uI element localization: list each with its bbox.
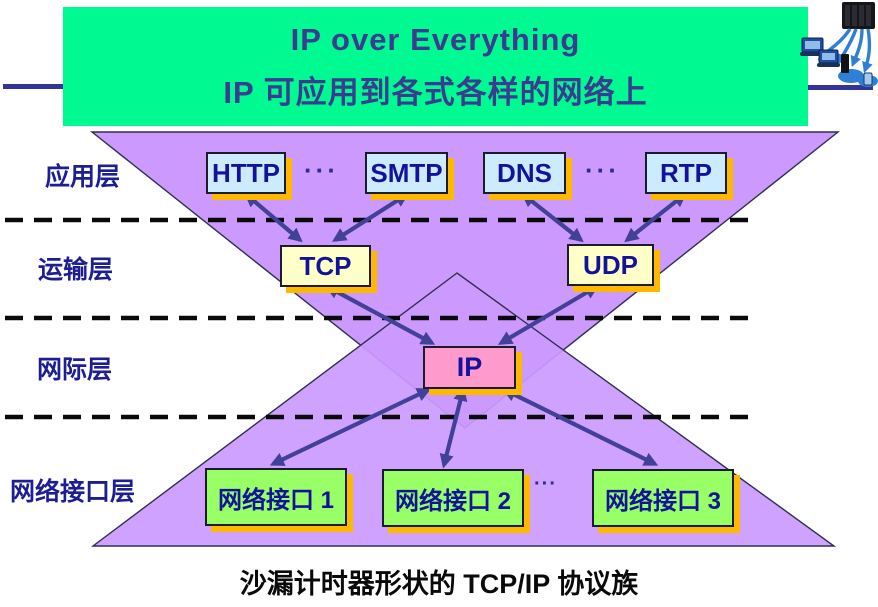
arrow-ip-interface1 <box>269 388 432 466</box>
ellipsis-application-1: ··· <box>304 155 339 185</box>
layer-label-network-interface: 网络接口层 <box>10 478 136 506</box>
arrow-dns-udp <box>521 192 584 243</box>
left-separator-line <box>3 84 63 89</box>
layer-label-application: 应用层 <box>45 163 121 191</box>
box-ip: IP <box>423 346 516 389</box>
box-tcp: TCP <box>280 245 371 287</box>
modem-icon <box>841 54 849 73</box>
title-en: IP over Everything <box>290 21 581 57</box>
layer-label-internet: 网际层 <box>37 356 113 384</box>
arrow-rtp-udp <box>624 192 687 243</box>
box-udp: UDP <box>567 244 654 286</box>
right-separator-line <box>808 85 873 90</box>
box-network-interface-1: 网络接口 1 <box>205 468 347 526</box>
box-rtp: RTP <box>645 152 727 194</box>
ellipsis-interface: ··· <box>534 473 557 495</box>
arrow-tcp-ip <box>324 285 436 345</box>
title-zh: IP 可应用到各式各样的网络上 <box>223 74 648 110</box>
title-banner: IP over Everything IP 可应用到各式各样的网络上 <box>63 7 808 126</box>
arrow-smtp-tcp <box>331 193 410 242</box>
laptop-icon <box>817 49 840 67</box>
box-smtp: SMTP <box>365 152 448 194</box>
box-network-interface-2: 网络接口 2 <box>382 469 524 527</box>
arrow-udp-ip <box>497 285 600 345</box>
box-dns: DNS <box>483 152 566 194</box>
arrow-ip-interface2 <box>439 386 468 469</box>
figure-caption: 沙漏计时器形状的 TCP/IP 协议族 <box>239 569 639 599</box>
arrow-http-tcp <box>244 192 303 243</box>
arrow-ip-interface3 <box>501 388 659 466</box>
network-devices-clipart-icon <box>800 2 878 87</box>
layer-label-transport: 运输层 <box>38 256 114 284</box>
box-http: HTTP <box>206 152 286 194</box>
phone-icon <box>863 72 873 86</box>
box-network-interface-3: 网络接口 3 <box>592 469 734 527</box>
ellipsis-application-2: ··· <box>585 155 620 185</box>
